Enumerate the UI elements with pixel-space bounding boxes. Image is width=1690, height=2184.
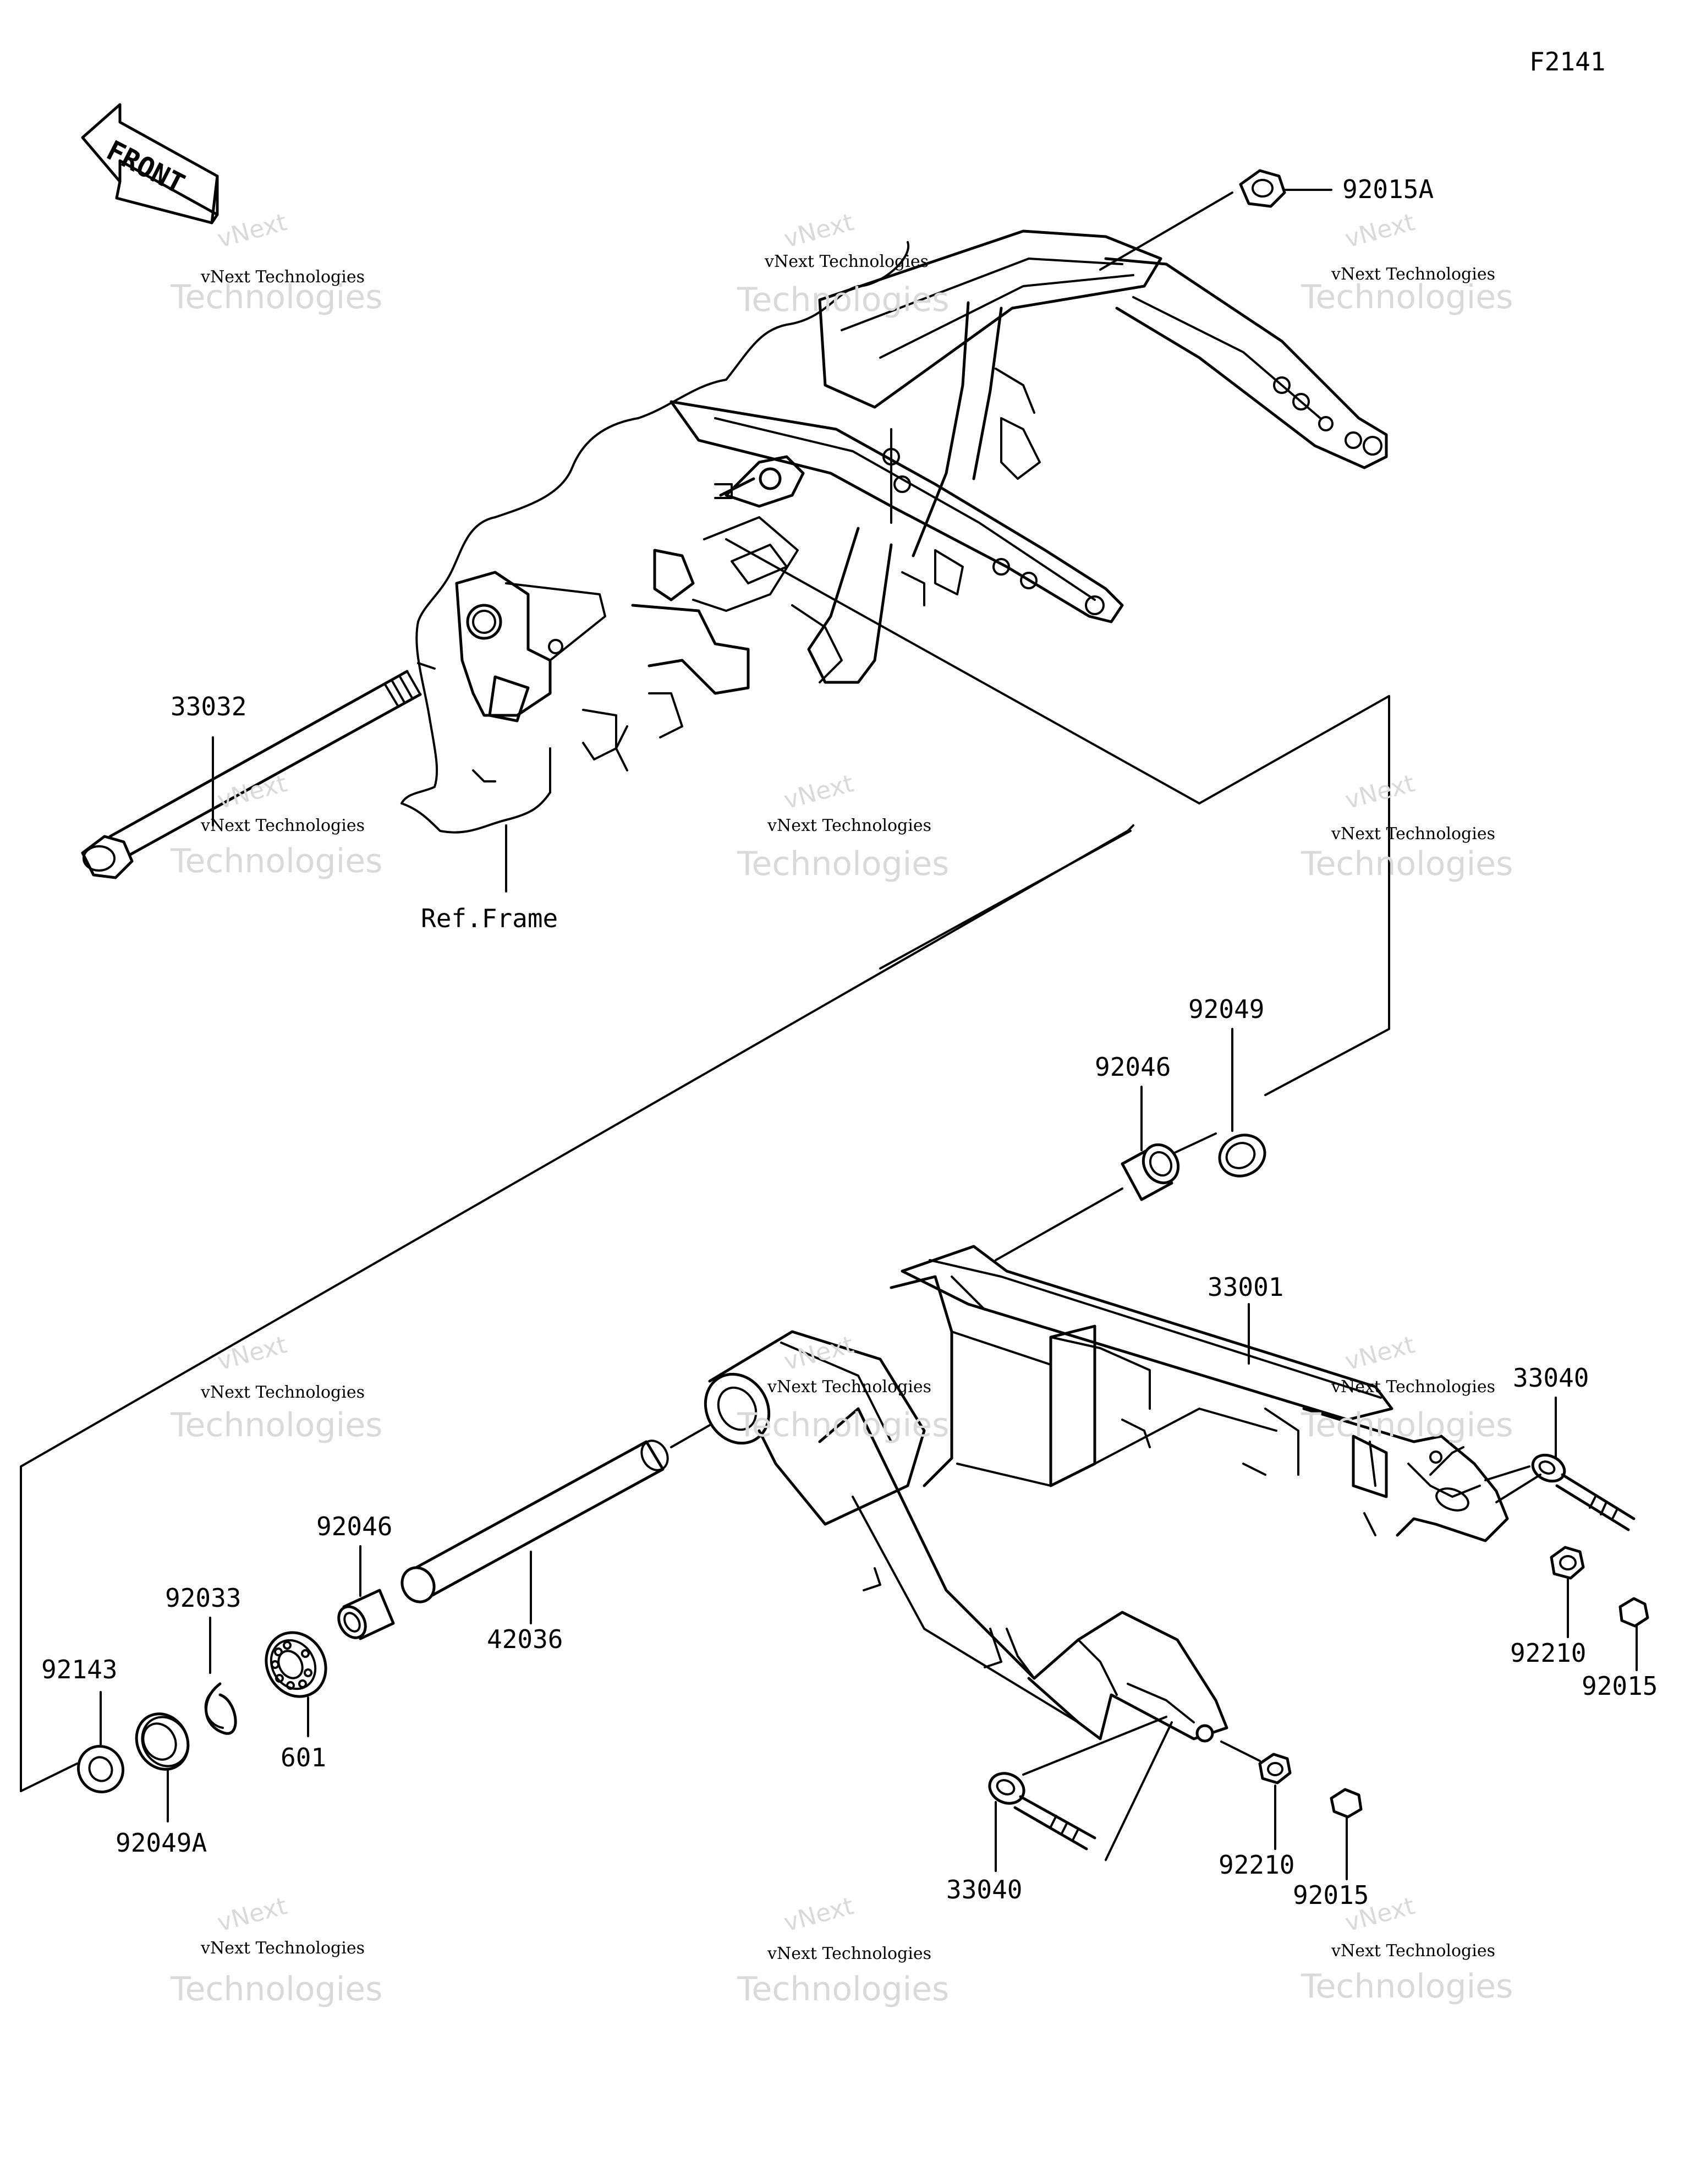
svg-text:Technologies: Technologies <box>737 845 949 883</box>
svg-text:Technologies: Technologies <box>1301 1967 1513 2006</box>
svg-text:vNext Technologies: vNext Technologies <box>1331 265 1495 284</box>
svg-text:vNext: vNext <box>215 769 290 815</box>
part-label-42036: 42036 <box>487 1624 563 1654</box>
part-label-92046-top: 92046 <box>1095 1052 1171 1082</box>
watermark-1: vNext Technologies vNext Technologies <box>170 208 382 316</box>
watermark-7: vNext Technologies vNext Technologies <box>170 1331 382 1444</box>
part-label-92049: 92049 <box>1188 994 1264 1024</box>
part-label-92015-bottom: 92015 <box>1293 1880 1369 1910</box>
svg-text:Technologies: Technologies <box>1301 1406 1513 1444</box>
svg-text:Technologies: Technologies <box>737 281 949 319</box>
watermark-5: vNext Technologies vNext Technologies <box>737 769 949 883</box>
svg-text:Technologies: Technologies <box>1301 845 1513 883</box>
seal-92049A <box>135 1712 190 1822</box>
bearing-92046-top <box>995 1086 1217 1261</box>
guide-line-left <box>20 824 1134 1792</box>
seal-92049-top <box>1218 1028 1266 1178</box>
pivot-shaft-33032 <box>81 662 436 879</box>
svg-text:vNext Technologies: vNext Technologies <box>200 1383 365 1402</box>
part-label-601: 601 <box>281 1743 326 1772</box>
bearing-92046-left <box>337 1545 395 1640</box>
circlip-92033 <box>204 1617 237 1735</box>
guide-line-right <box>725 538 1390 1096</box>
svg-text:vNext Technologies: vNext Technologies <box>767 816 931 835</box>
svg-text:vNext: vNext <box>215 208 290 254</box>
svg-text:Technologies: Technologies <box>737 1970 949 2008</box>
svg-text:Technologies: Technologies <box>170 1406 382 1444</box>
watermark-6: vNext Technologies vNext Technologies <box>1301 769 1513 883</box>
svg-text:vNext Technologies: vNext Technologies <box>200 816 365 835</box>
nut-92210-right <box>1550 1546 1585 1638</box>
part-label-33040-bottom: 33040 <box>946 1875 1022 1904</box>
part-label-33001: 33001 <box>1208 1272 1283 1302</box>
adjuster-33040-bottom <box>988 1716 1173 1872</box>
part-label-92033: 92033 <box>165 1583 241 1613</box>
part-label-92143: 92143 <box>41 1655 117 1684</box>
svg-text:vNext Technologies: vNext Technologies <box>1331 1377 1495 1397</box>
part-label-92210-bottom: 92210 <box>1219 1850 1294 1880</box>
frame-drawing <box>400 229 1388 834</box>
svg-text:vNext Technologies: vNext Technologies <box>1331 1941 1495 1961</box>
svg-text:vNext: vNext <box>781 1892 857 1937</box>
ball-bearing-601 <box>265 1631 327 1737</box>
adjuster-33040-right <box>1484 1397 1636 1531</box>
part-label-92210-right: 92210 <box>1510 1638 1586 1668</box>
svg-text:Technologies: Technologies <box>170 1970 382 2008</box>
part-label-92015A: 92015A <box>1342 174 1434 204</box>
part-label-92015-right: 92015 <box>1582 1671 1658 1701</box>
svg-text:vNext Technologies: vNext Technologies <box>767 1944 931 1963</box>
svg-text:vNext Technologies: vNext Technologies <box>1331 824 1495 844</box>
ref-frame-label: Ref.Frame <box>421 904 558 933</box>
svg-text:vNext: vNext <box>781 208 857 254</box>
svg-text:vNext Technologies: vNext Technologies <box>764 252 929 271</box>
nut-92210-bottom <box>1220 1740 1292 1850</box>
watermark-9: vNext Technologies vNext Technologies <box>1301 1331 1513 1444</box>
nut-92015A <box>1099 169 1332 271</box>
svg-text:vNext Technologies: vNext Technologies <box>200 1939 365 1958</box>
washer-92143 <box>76 1691 125 1794</box>
nut-92015-right <box>1618 1597 1649 1671</box>
front-label: FRONT <box>102 134 190 200</box>
svg-text:Technologies: Technologies <box>737 1406 949 1444</box>
front-arrow-icon: FRONT <box>81 103 219 225</box>
svg-text:Technologies: Technologies <box>170 278 382 316</box>
part-label-92046-left: 92046 <box>316 1512 392 1541</box>
svg-text:vNext: vNext <box>1342 208 1418 254</box>
nut-92015-bottom <box>1330 1788 1363 1880</box>
watermark-3: vNext Technologies vNext Technologies <box>1301 208 1513 316</box>
diagram-code: F2141 <box>1529 47 1605 76</box>
collar-42036 <box>400 1424 711 1624</box>
watermark-2: vNext Technologies vNext Technologies <box>737 208 949 319</box>
svg-text:Technologies: Technologies <box>1301 278 1513 316</box>
svg-text:vNext: vNext <box>1342 769 1418 815</box>
part-label-92049A: 92049A <box>116 1828 207 1858</box>
svg-text:vNext: vNext <box>781 769 857 815</box>
svg-text:Technologies: Technologies <box>170 842 382 880</box>
watermark-11: vNext Technologies vNext Technologies <box>737 1892 949 2008</box>
watermark-10: vNext Technologies vNext Technologies <box>170 1892 382 2008</box>
swingarm-33001 <box>704 1245 1509 1743</box>
svg-text:vNext: vNext <box>215 1331 290 1376</box>
svg-text:vNext: vNext <box>215 1892 290 1937</box>
part-label-33032: 33032 <box>171 692 246 721</box>
svg-text:vNext Technologies: vNext Technologies <box>200 267 365 287</box>
svg-text:vNext: vNext <box>1342 1331 1418 1376</box>
svg-text:vNext Technologies: vNext Technologies <box>767 1377 931 1397</box>
watermark-8: vNext Technologies vNext Technologies <box>737 1331 949 1444</box>
part-label-33040-right: 33040 <box>1513 1363 1589 1393</box>
